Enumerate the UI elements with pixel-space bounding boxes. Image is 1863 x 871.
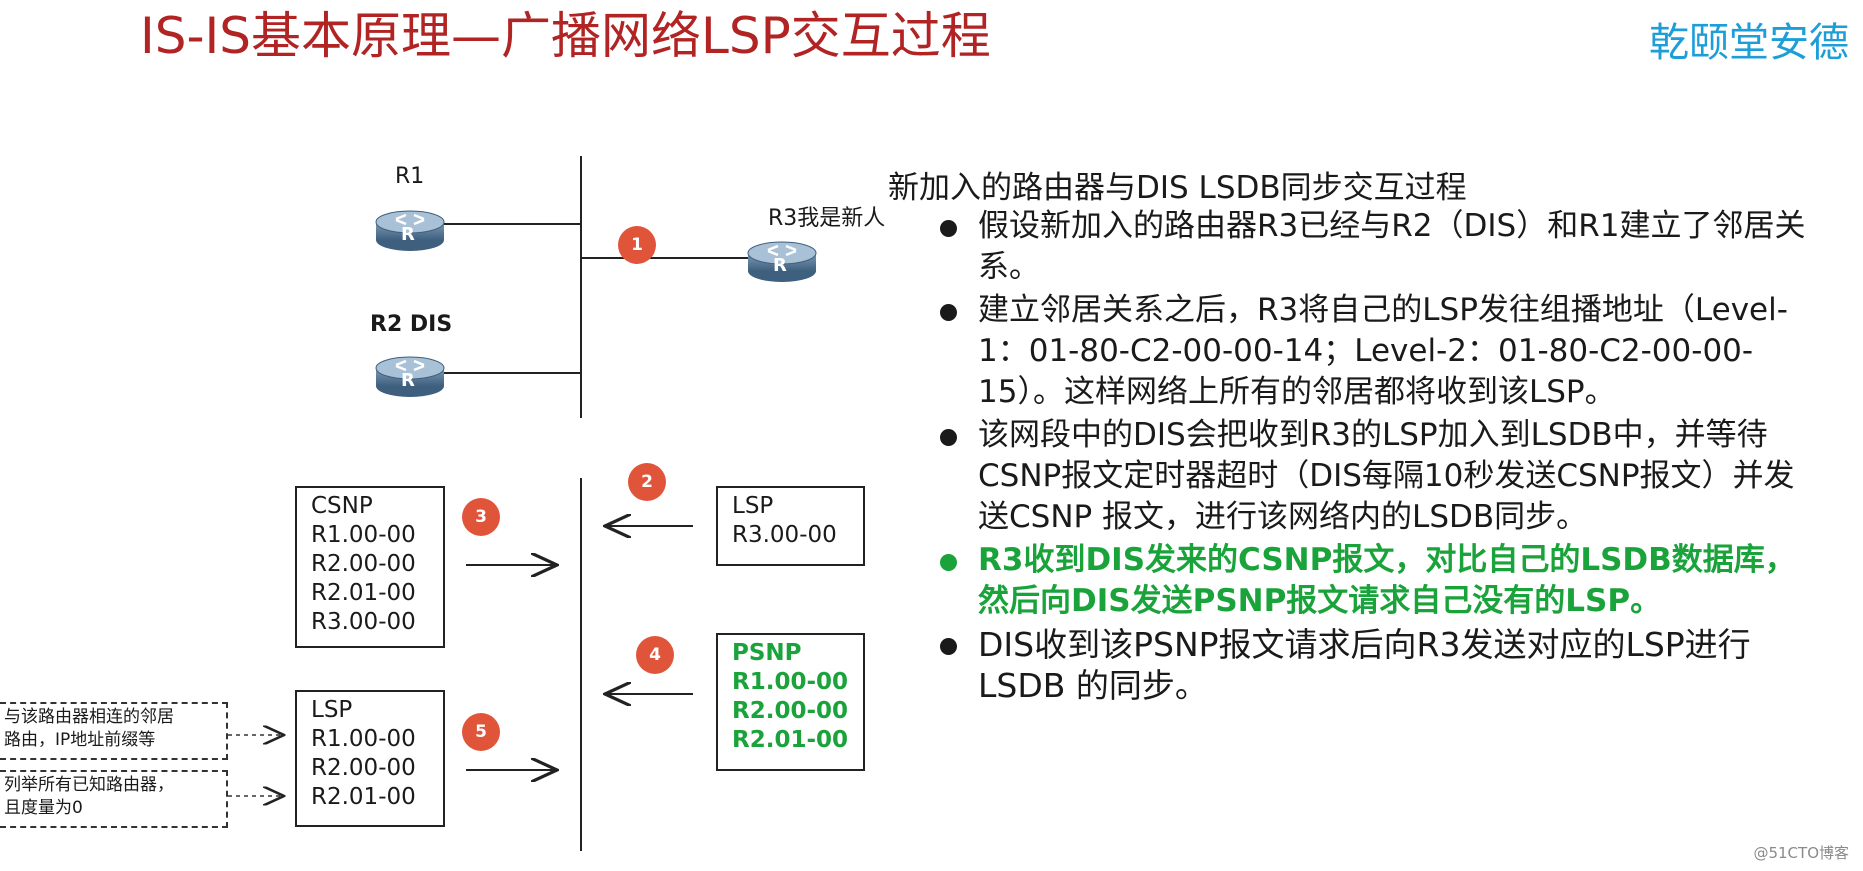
note-line: 与该路由器相连的邻居 [4,707,174,727]
note-line: 列举所有已知路由器， [4,775,174,795]
list-item-highlighted: R3收到DIS发来的CSNP报文，对比自己的LSDB数据库，然后向DIS发送PS… [940,540,1820,622]
explanation-list: 假设新加入的路由器R3已经与R2（DIS）和R1建立了邻居关系。 建立邻居关系之… [940,206,1820,708]
step-badge-5: 5 [462,713,500,751]
router-r2-label: R2 DIS [370,312,453,337]
packet-line: PSNP [732,640,802,666]
bullet-icon [940,304,957,321]
packet-line: CSNP [311,493,373,519]
packet-line: R1.00-00 [732,669,849,695]
list-item: DIS收到该PSNP报文请求后向R3发送对应的LSP进行LSDB 的同步。 [940,624,1820,706]
router-r2-icon [375,356,445,397]
packet-line: LSP [311,697,353,723]
packet-line: R3.00-00 [732,522,837,548]
packet-psnp: PSNP R1.00-00 R2.00-00 R2.01-00 [716,633,865,771]
watermark: @51CTO博客 [1753,844,1849,862]
router-r2-glyph: R [401,370,415,391]
bullet-text: R3收到DIS发来的CSNP报文，对比自己的LSDB数据库，然后向DIS发送PS… [978,542,1796,619]
packet-csnp: CSNP R1.00-00 R2.00-00 R2.01-00 R3.00-00 [295,486,445,648]
router-r1-glyph: R [401,224,415,245]
packet-line: R1.00-00 [311,726,416,752]
packet-line: R3.00-00 [311,609,416,635]
packet-line: R2.00-00 [311,551,416,577]
bullet-icon [940,220,957,237]
router-r3-glyph: R [773,255,787,276]
list-item: 该网段中的DIS会把收到R3的LSP加入到LSDB中，并等待CSNP报文定时器超… [940,415,1820,538]
step-badge-4: 4 [636,636,674,674]
packet-line: R2.01-00 [311,784,416,810]
router-r1-icon [375,210,445,251]
bullet-icon [940,429,957,446]
packet-line: R2.01-00 [311,580,416,606]
list-item: 建立邻居关系之后，R3将自己的LSP发往组播地址（Level-1：01-80-C… [940,290,1820,413]
note-known-routers: 列举所有已知路由器， 且度量为0 [0,770,228,828]
note-line: 路由，IP地址前缀等 [4,730,156,750]
panel-title: 新加入的路由器与DIS LSDB同步交互过程 [888,170,1467,206]
bullet-icon [940,554,957,571]
note-line: 且度量为0 [4,798,83,818]
bullet-icon [940,638,957,655]
router-r1-label: R1 [395,164,425,189]
brand-logo-text: 乾颐堂安德 [1649,20,1849,66]
packet-line: R2.01-00 [732,727,849,753]
packet-lsp-dis: LSP R1.00-00 R2.00-00 R2.01-00 [295,690,445,827]
note-neighbors: 与该路由器相连的邻居 路由，IP地址前缀等 [0,702,228,760]
bullet-text: DIS收到该PSNP报文请求后向R3发送对应的LSP进行LSDB 的同步。 [978,625,1751,705]
packet-line: R1.00-00 [311,522,416,548]
step-badge-1: 1 [618,226,656,264]
bullet-text: 假设新加入的路由器R3已经与R2（DIS）和R1建立了邻居关系。 [978,208,1806,285]
packet-line: R2.00-00 [311,755,416,781]
bullet-text: 该网段中的DIS会把收到R3的LSP加入到LSDB中，并等待CSNP报文定时器超… [978,417,1795,535]
packet-lsp-r3: LSP R3.00-00 [716,486,865,566]
list-item: 假设新加入的路由器R3已经与R2（DIS）和R1建立了邻居关系。 [940,206,1820,288]
page-title: IS-IS基本原理—广播网络LSP交互过程 [140,7,991,65]
packet-line: R2.00-00 [732,698,849,724]
router-r3-label: R3我是新人 [768,206,886,231]
packet-line: LSP [732,493,774,519]
step-badge-3: 3 [462,498,500,536]
bullet-text: 建立邻居关系之后，R3将自己的LSP发往组播地址（Level-1：01-80-C… [978,292,1788,410]
router-r3-icon [747,241,817,282]
step-badge-2: 2 [628,463,666,501]
